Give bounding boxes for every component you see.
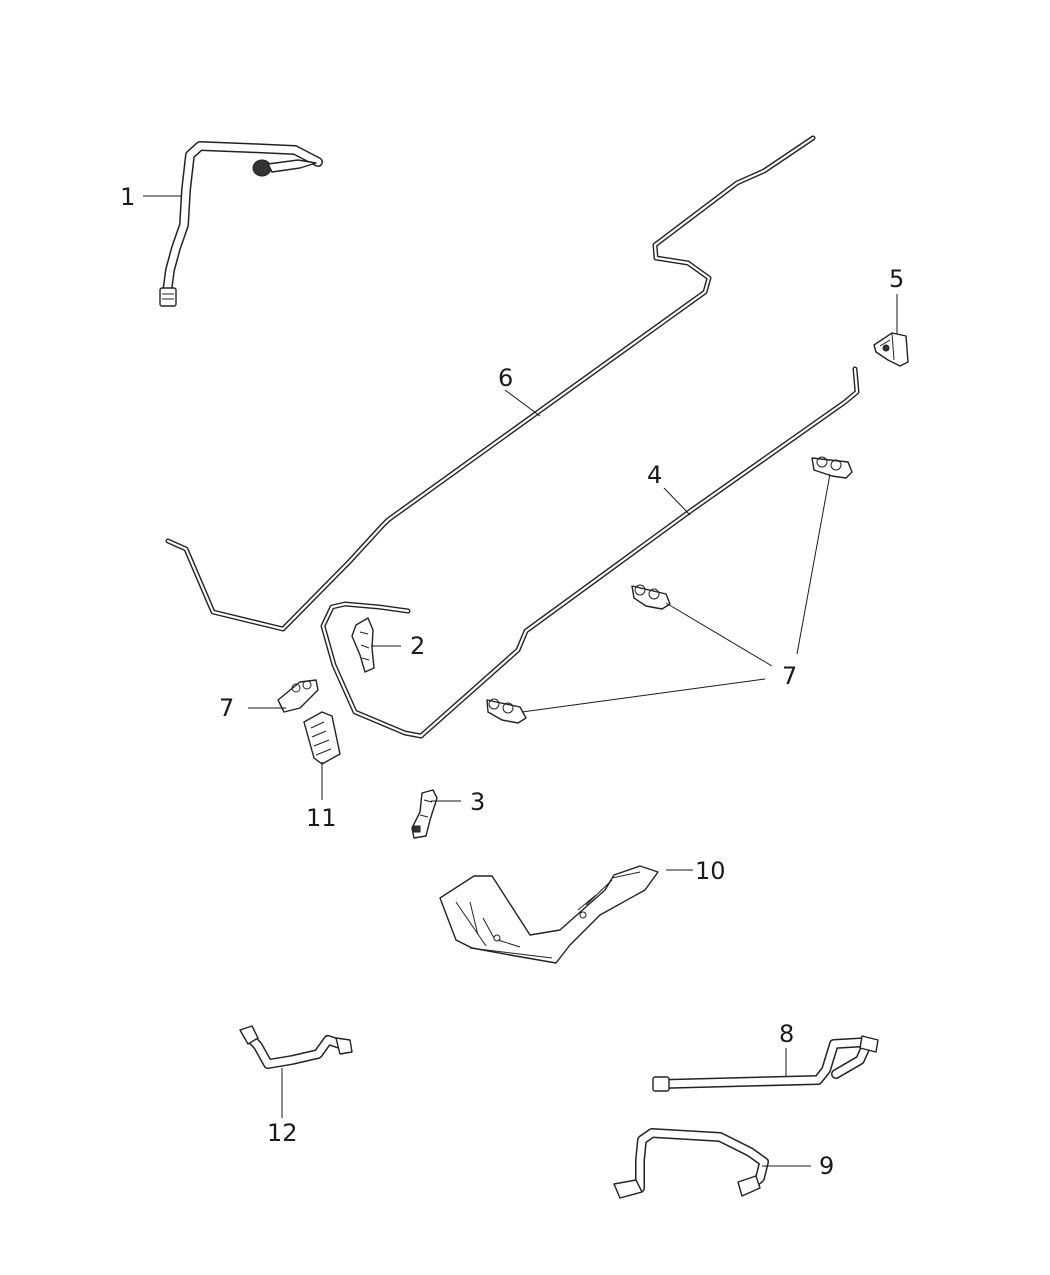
part-7-clip-upper-right[interactable] xyxy=(811,456,853,479)
part-11-shield[interactable] xyxy=(303,711,341,765)
callout-2: 2 xyxy=(410,632,425,660)
part-3-clip[interactable] xyxy=(411,789,438,839)
callout-7-right: 7 xyxy=(782,662,797,690)
callout-3: 3 xyxy=(470,788,485,816)
callout-9: 9 xyxy=(819,1152,834,1180)
callout-4: 4 xyxy=(647,461,662,489)
part-12-hose[interactable] xyxy=(239,1025,353,1069)
part-5-clip[interactable] xyxy=(873,332,909,367)
callout-11: 11 xyxy=(306,804,337,832)
part-2-bracket[interactable] xyxy=(351,617,375,673)
part-10-heat-shield[interactable] xyxy=(439,865,659,964)
part-1-fuel-line[interactable] xyxy=(159,141,323,307)
callout-5: 5 xyxy=(889,265,904,293)
callout-1: 1 xyxy=(120,183,135,211)
callout-8: 8 xyxy=(779,1020,794,1048)
part-7-clip-lower[interactable] xyxy=(486,698,527,724)
callout-12: 12 xyxy=(267,1119,298,1147)
part-9-hose[interactable] xyxy=(613,1128,769,1199)
callout-6: 6 xyxy=(498,364,513,392)
part-8-hose[interactable] xyxy=(652,1035,879,1092)
callout-10: 10 xyxy=(695,857,726,885)
leader-lines xyxy=(143,195,898,1167)
part-6-fuel-line[interactable] xyxy=(165,135,816,632)
callout-7-left: 7 xyxy=(219,694,234,722)
part-4-fuel-line[interactable] xyxy=(320,366,860,739)
part-7-clip-middle[interactable] xyxy=(631,584,671,610)
part-7-clip-left[interactable] xyxy=(277,679,319,713)
